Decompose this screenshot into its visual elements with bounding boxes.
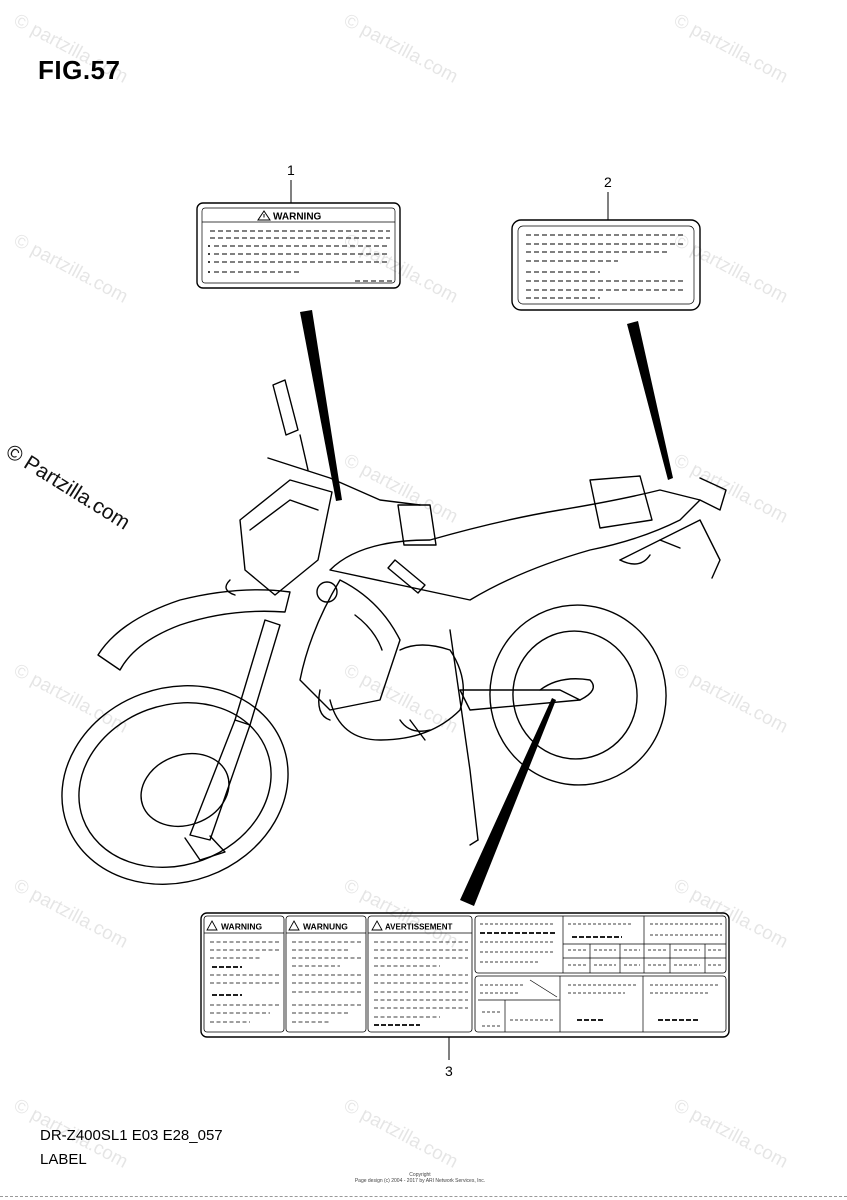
callout-number-3: 3 [445, 1063, 453, 1079]
copyright-line-2: Page design (c) 2004 - 2017 by ARI Netwo… [354, 1178, 486, 1184]
copyright-notice: Copyright Page design (c) 2004 - 2017 by… [330, 1172, 510, 1184]
label-3-header-fr: AVERTISSEMENT [385, 923, 453, 932]
warning-triangle-icon [288, 920, 300, 931]
callout-3: 3 [445, 1037, 453, 1079]
callout-1: 1 [287, 162, 295, 203]
label-3-header-de: WARNUNG [303, 922, 348, 932]
warning-triangle-icon [257, 210, 271, 221]
warning-triangle-icon [206, 920, 218, 931]
callout-2: 2 [604, 174, 612, 220]
callout-number-1: 1 [287, 162, 295, 178]
leader-arrow-2 [627, 321, 673, 480]
warning-triangle-icon [371, 920, 383, 931]
figure-title: FIG.57 [38, 55, 121, 85]
figure-code: DR-Z400SL1 E03 E28_057 [40, 1127, 223, 1144]
figure-name: LABEL [40, 1151, 87, 1168]
label-3-header-en: WARNING [221, 922, 262, 932]
leader-arrow-3 [460, 698, 556, 906]
callout-number-2: 2 [604, 174, 612, 190]
page-bottom-rule [0, 1196, 847, 1197]
motorcycle-illustration [61, 379, 727, 885]
label-2[interactable] [511, 219, 701, 311]
copyright-line-1: Copyright [409, 1172, 431, 1178]
leader-arrow-1 [300, 310, 342, 501]
label-3[interactable]: WARNING WARNUNG AVERTISSEMENT [200, 912, 730, 1038]
label-1[interactable]: WARNING [196, 202, 401, 289]
label-1-header: WARNING [273, 212, 322, 223]
